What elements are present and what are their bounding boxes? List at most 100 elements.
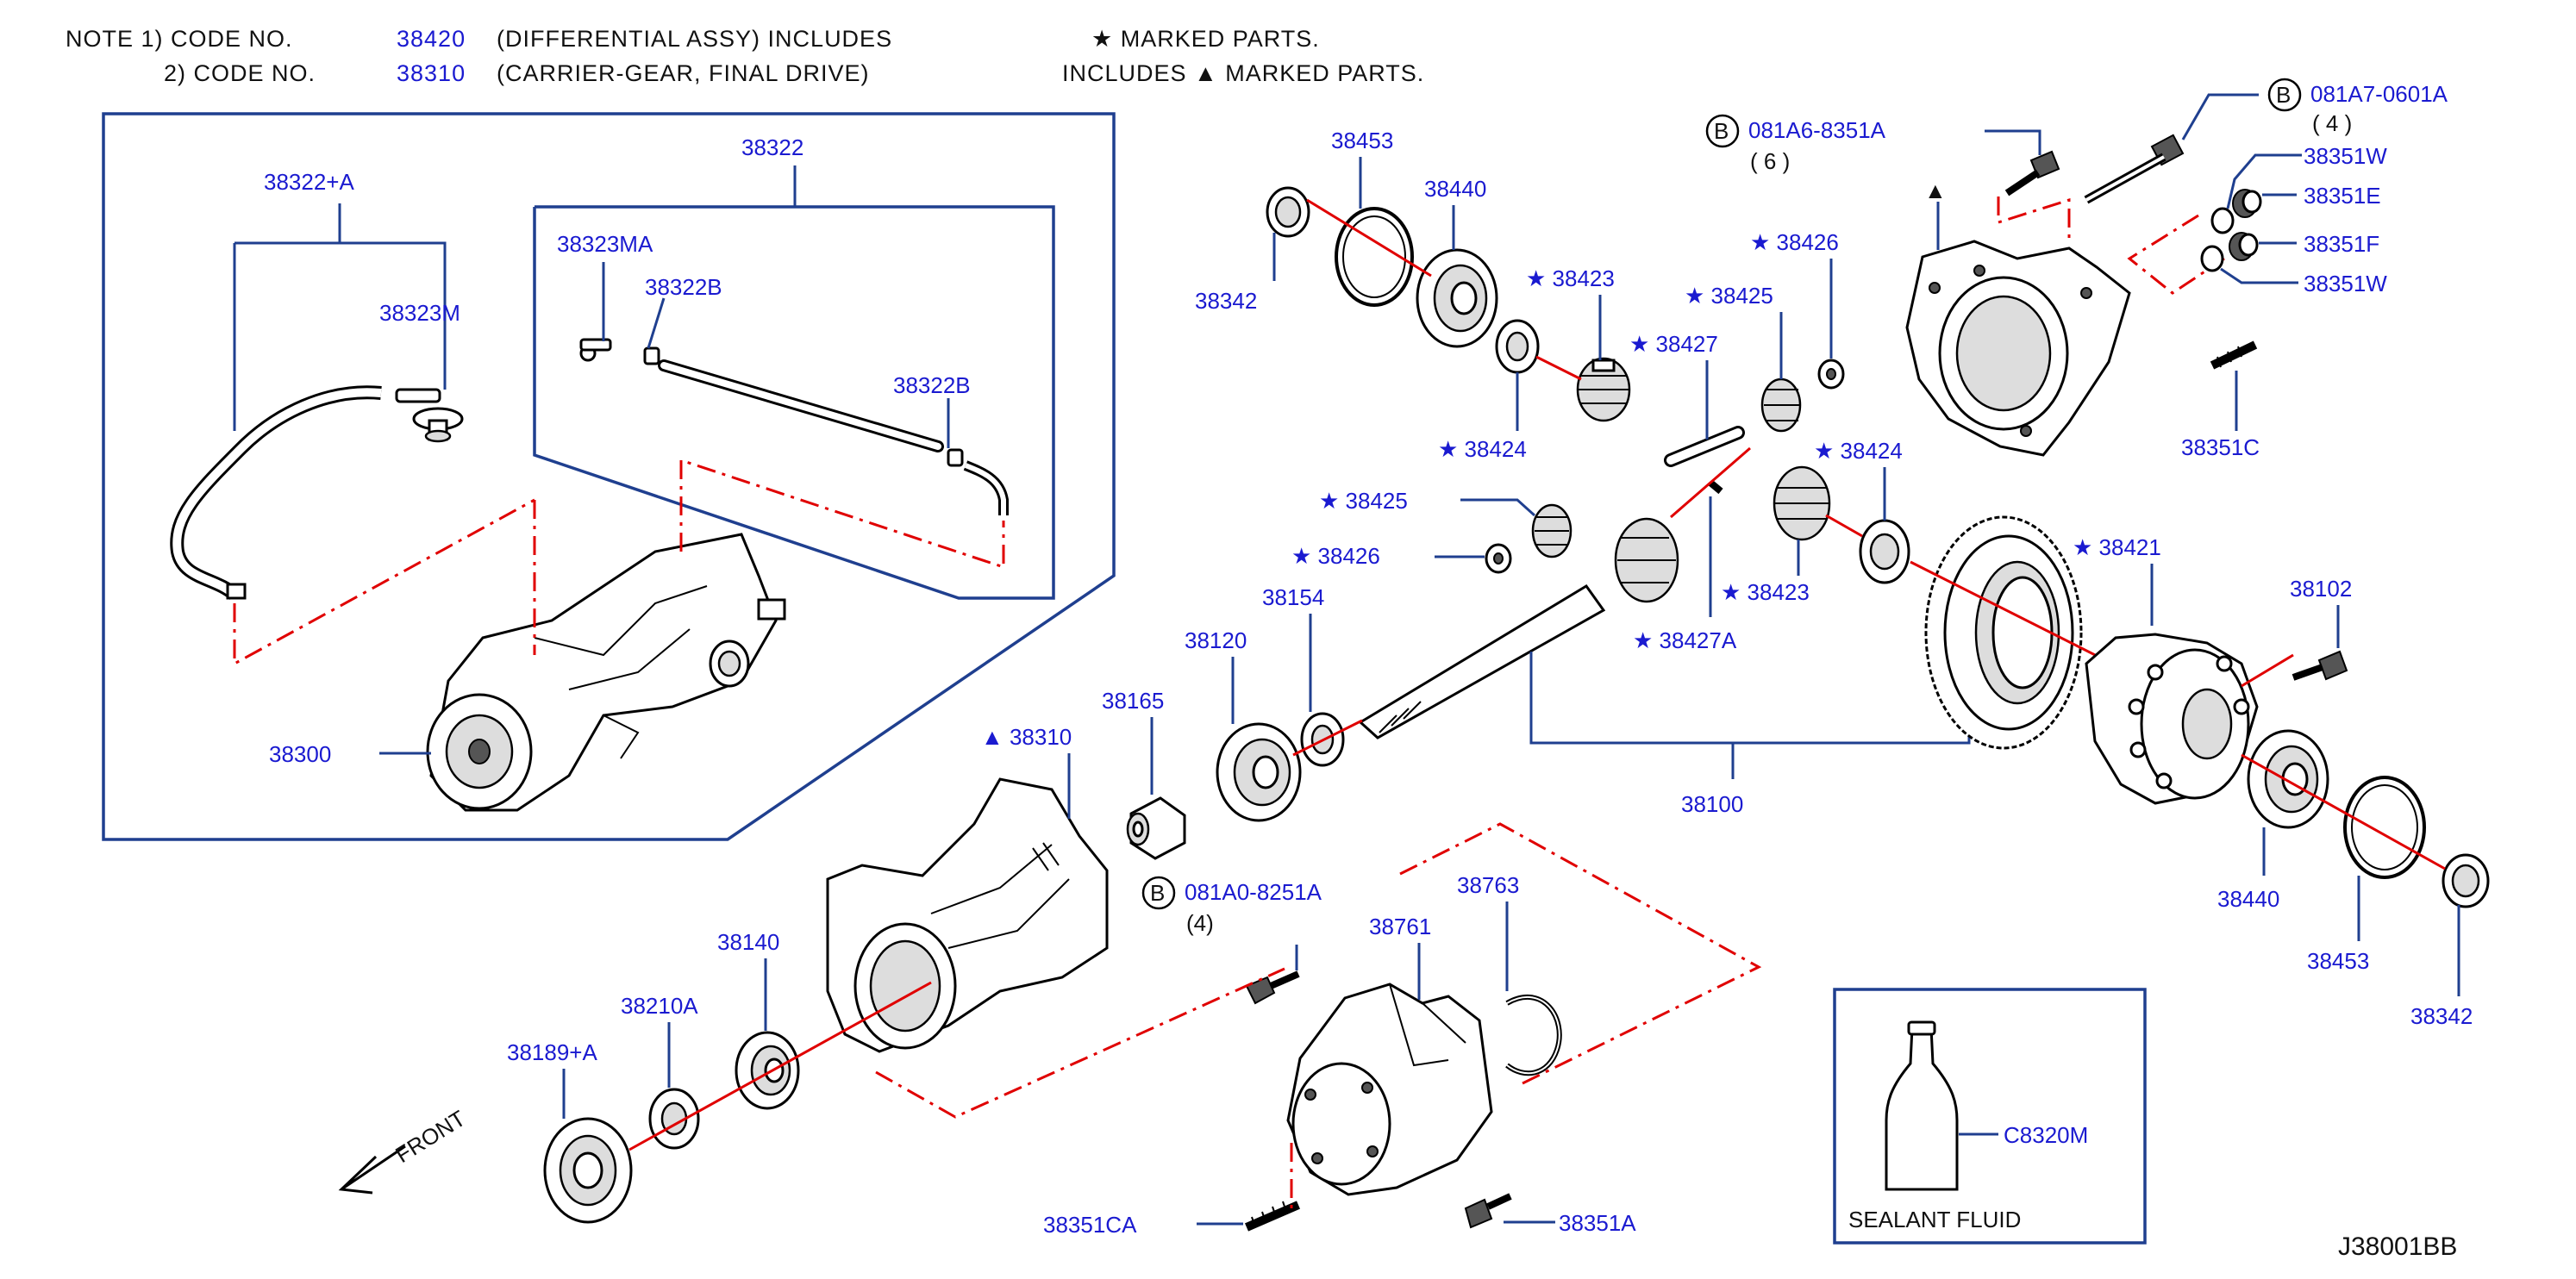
label-38102[interactable]: 38102	[2290, 576, 2352, 602]
bearing-38120[interactable]	[1216, 722, 1302, 822]
pinion-mate-38425-left[interactable]	[1531, 503, 1572, 558]
bolt-081a7[interactable]	[2084, 134, 2185, 204]
lock-pin-38427a[interactable]	[1708, 479, 1723, 495]
note-2-code[interactable]: 38310	[397, 60, 466, 86]
label-38310[interactable]: ▲ 38310	[981, 724, 1072, 750]
label-38342-upper[interactable]: 38342	[1195, 288, 1257, 314]
label-38421[interactable]: ★ 38421	[2073, 534, 2161, 560]
svg-text:(4): (4)	[1186, 910, 1214, 936]
label-38323ma[interactable]: 38323MA	[557, 231, 653, 257]
oil-seal-38189a[interactable]	[543, 1117, 633, 1224]
triangle-marker-cover: ▲	[1924, 178, 1947, 203]
axis-line-upper-bearings	[1306, 198, 1432, 278]
label-38440-upper[interactable]: 38440	[1424, 176, 1486, 202]
label-38165[interactable]: 38165	[1102, 688, 1164, 714]
label-38424-left[interactable]: ★ 38424	[1438, 436, 1527, 462]
label-38425-left[interactable]: ★ 38425	[1319, 488, 1408, 514]
stud-38351c[interactable]	[2210, 340, 2258, 370]
label-38351w-upper[interactable]: 38351W	[2304, 143, 2387, 169]
leader-38322a	[234, 241, 447, 372]
thrust-washer-38424-upper[interactable]	[1495, 319, 1540, 374]
bolt-callout-081a0[interactable]: B 081A0-8251A (4)	[1141, 876, 1322, 936]
differential-case[interactable]	[2085, 633, 2259, 805]
drain-plug-38351e[interactable]	[2232, 189, 2262, 218]
label-38453-upper[interactable]: 38453	[1331, 128, 1393, 153]
gear-carrier-38310[interactable]	[826, 777, 1109, 1053]
label-38426-upper[interactable]: ★ 38426	[1750, 229, 1839, 255]
breather-tube-38322[interactable]	[658, 359, 1009, 515]
bolt-081a6[interactable]	[2004, 150, 2060, 197]
label-38210a[interactable]: 38210A	[621, 993, 698, 1019]
stud-bolt-38351ca[interactable]	[1245, 1201, 1300, 1232]
notes: NOTE 1) CODE NO. 38420 (DIFFERENTIAL ASS…	[66, 26, 1423, 86]
svg-text:( 4 ): ( 4 )	[2312, 110, 2352, 136]
collapsible-spacer-38165[interactable]	[1126, 796, 1186, 860]
label-38425-upper[interactable]: ★ 38425	[1685, 283, 1773, 309]
breather-hose-38322a[interactable]	[170, 385, 382, 601]
label-38763[interactable]: 38763	[1457, 872, 1519, 898]
label-38140[interactable]: 38140	[717, 929, 779, 955]
label-38120[interactable]: 38120	[1185, 627, 1247, 653]
diff-case-cover[interactable]	[1905, 240, 2131, 457]
label-38761[interactable]: 38761	[1369, 914, 1431, 939]
label-38322a[interactable]: 38322+A	[264, 169, 354, 195]
label-38453-lower[interactable]: 38453	[2307, 948, 2369, 974]
pinion-mate-38425-upper[interactable]	[1760, 377, 1802, 433]
label-38342-lower[interactable]: 38342	[2410, 1003, 2473, 1029]
label-38100[interactable]: 38100	[1681, 791, 1743, 817]
o-ring-38453-upper[interactable]	[1335, 207, 1414, 307]
label-38424-right[interactable]: ★ 38424	[1814, 438, 1903, 464]
bearing-38440-upper[interactable]	[1416, 248, 1498, 348]
label-38351e[interactable]: 38351E	[2304, 183, 2381, 209]
oil-seal-38342-upper[interactable]	[1266, 186, 1310, 238]
label-38351c[interactable]: 38351C	[2181, 434, 2260, 460]
note-1-code[interactable]: 38420	[397, 26, 466, 52]
oil-seal-38342-lower[interactable]	[2442, 853, 2490, 908]
label-38300[interactable]: 38300	[269, 741, 331, 767]
label-38351a[interactable]: 38351A	[1559, 1210, 1636, 1236]
ring-gear-bolt-38102[interactable]	[2292, 650, 2348, 681]
differential-assembly-38300[interactable]	[426, 533, 786, 812]
bearing-38140[interactable]	[735, 1031, 800, 1110]
label-38423-upper[interactable]: ★ 38423	[1526, 265, 1615, 291]
bolt-callout-081a7[interactable]: B 081A7-0601A ( 4 )	[2267, 78, 2448, 136]
label-38322[interactable]: 38322	[741, 134, 803, 160]
ring-gear-38421[interactable]	[1924, 515, 2083, 750]
clip-38323ma[interactable]	[579, 338, 612, 362]
label-38189a[interactable]: 38189+A	[507, 1039, 597, 1065]
thrust-washer-38426-left[interactable]	[1485, 543, 1512, 574]
clip-38322b-upper[interactable]	[643, 346, 660, 365]
side-gear-38423-lower[interactable]	[1773, 465, 1831, 541]
breather-38323m[interactable]	[395, 388, 464, 443]
label-38423-lower[interactable]: ★ 38423	[1721, 579, 1810, 605]
label-38427[interactable]: ★ 38427	[1629, 331, 1718, 357]
drive-pinion-38100[interactable]	[1358, 517, 1679, 739]
gasket-38351w-lower[interactable]	[2200, 245, 2224, 272]
rear-cover-38761[interactable]	[1286, 983, 1493, 1196]
filler-plug-38351f[interactable]	[2229, 232, 2259, 261]
label-38154[interactable]: 38154	[1262, 584, 1324, 610]
spacer-38210a[interactable]	[648, 1088, 700, 1150]
label-38427a[interactable]: ★ 38427A	[1633, 627, 1737, 653]
label-38440-lower[interactable]: 38440	[2217, 886, 2279, 912]
o-ring-38453-lower[interactable]	[2343, 776, 2426, 879]
label-38351ca[interactable]: 38351CA	[1043, 1212, 1137, 1238]
pinion-shaft-38427[interactable]	[1664, 426, 1745, 467]
gasket-38351w-upper[interactable]	[2210, 207, 2235, 234]
label-38323m[interactable]: 38323M	[379, 300, 460, 326]
bearing-38440-lower[interactable]	[2247, 729, 2329, 829]
bolt-081a0[interactable]	[1245, 970, 1300, 1005]
label-38351w-lower[interactable]: 38351W	[2304, 271, 2387, 296]
label-c8320m[interactable]: C8320M	[2004, 1122, 2088, 1148]
label-38426-left[interactable]: ★ 38426	[1291, 543, 1380, 569]
thrust-washer-38424-right[interactable]	[1859, 519, 1910, 584]
label-38322b-upper[interactable]: 38322B	[645, 274, 722, 300]
label-38351f[interactable]: 38351F	[2304, 231, 2379, 257]
side-gear-38423-upper[interactable]	[1576, 357, 1631, 422]
clip-38322b-lower[interactable]	[947, 448, 964, 467]
bolt-callout-081a6[interactable]: B 081A6-8351A ( 6 )	[1705, 114, 1886, 174]
label-38322b-lower[interactable]: 38322B	[893, 372, 971, 398]
thrust-washer-38426-upper[interactable]	[1817, 359, 1845, 390]
snap-ring-38763[interactable]	[1505, 995, 1562, 1076]
bolt-38351a[interactable]	[1464, 1193, 1512, 1229]
